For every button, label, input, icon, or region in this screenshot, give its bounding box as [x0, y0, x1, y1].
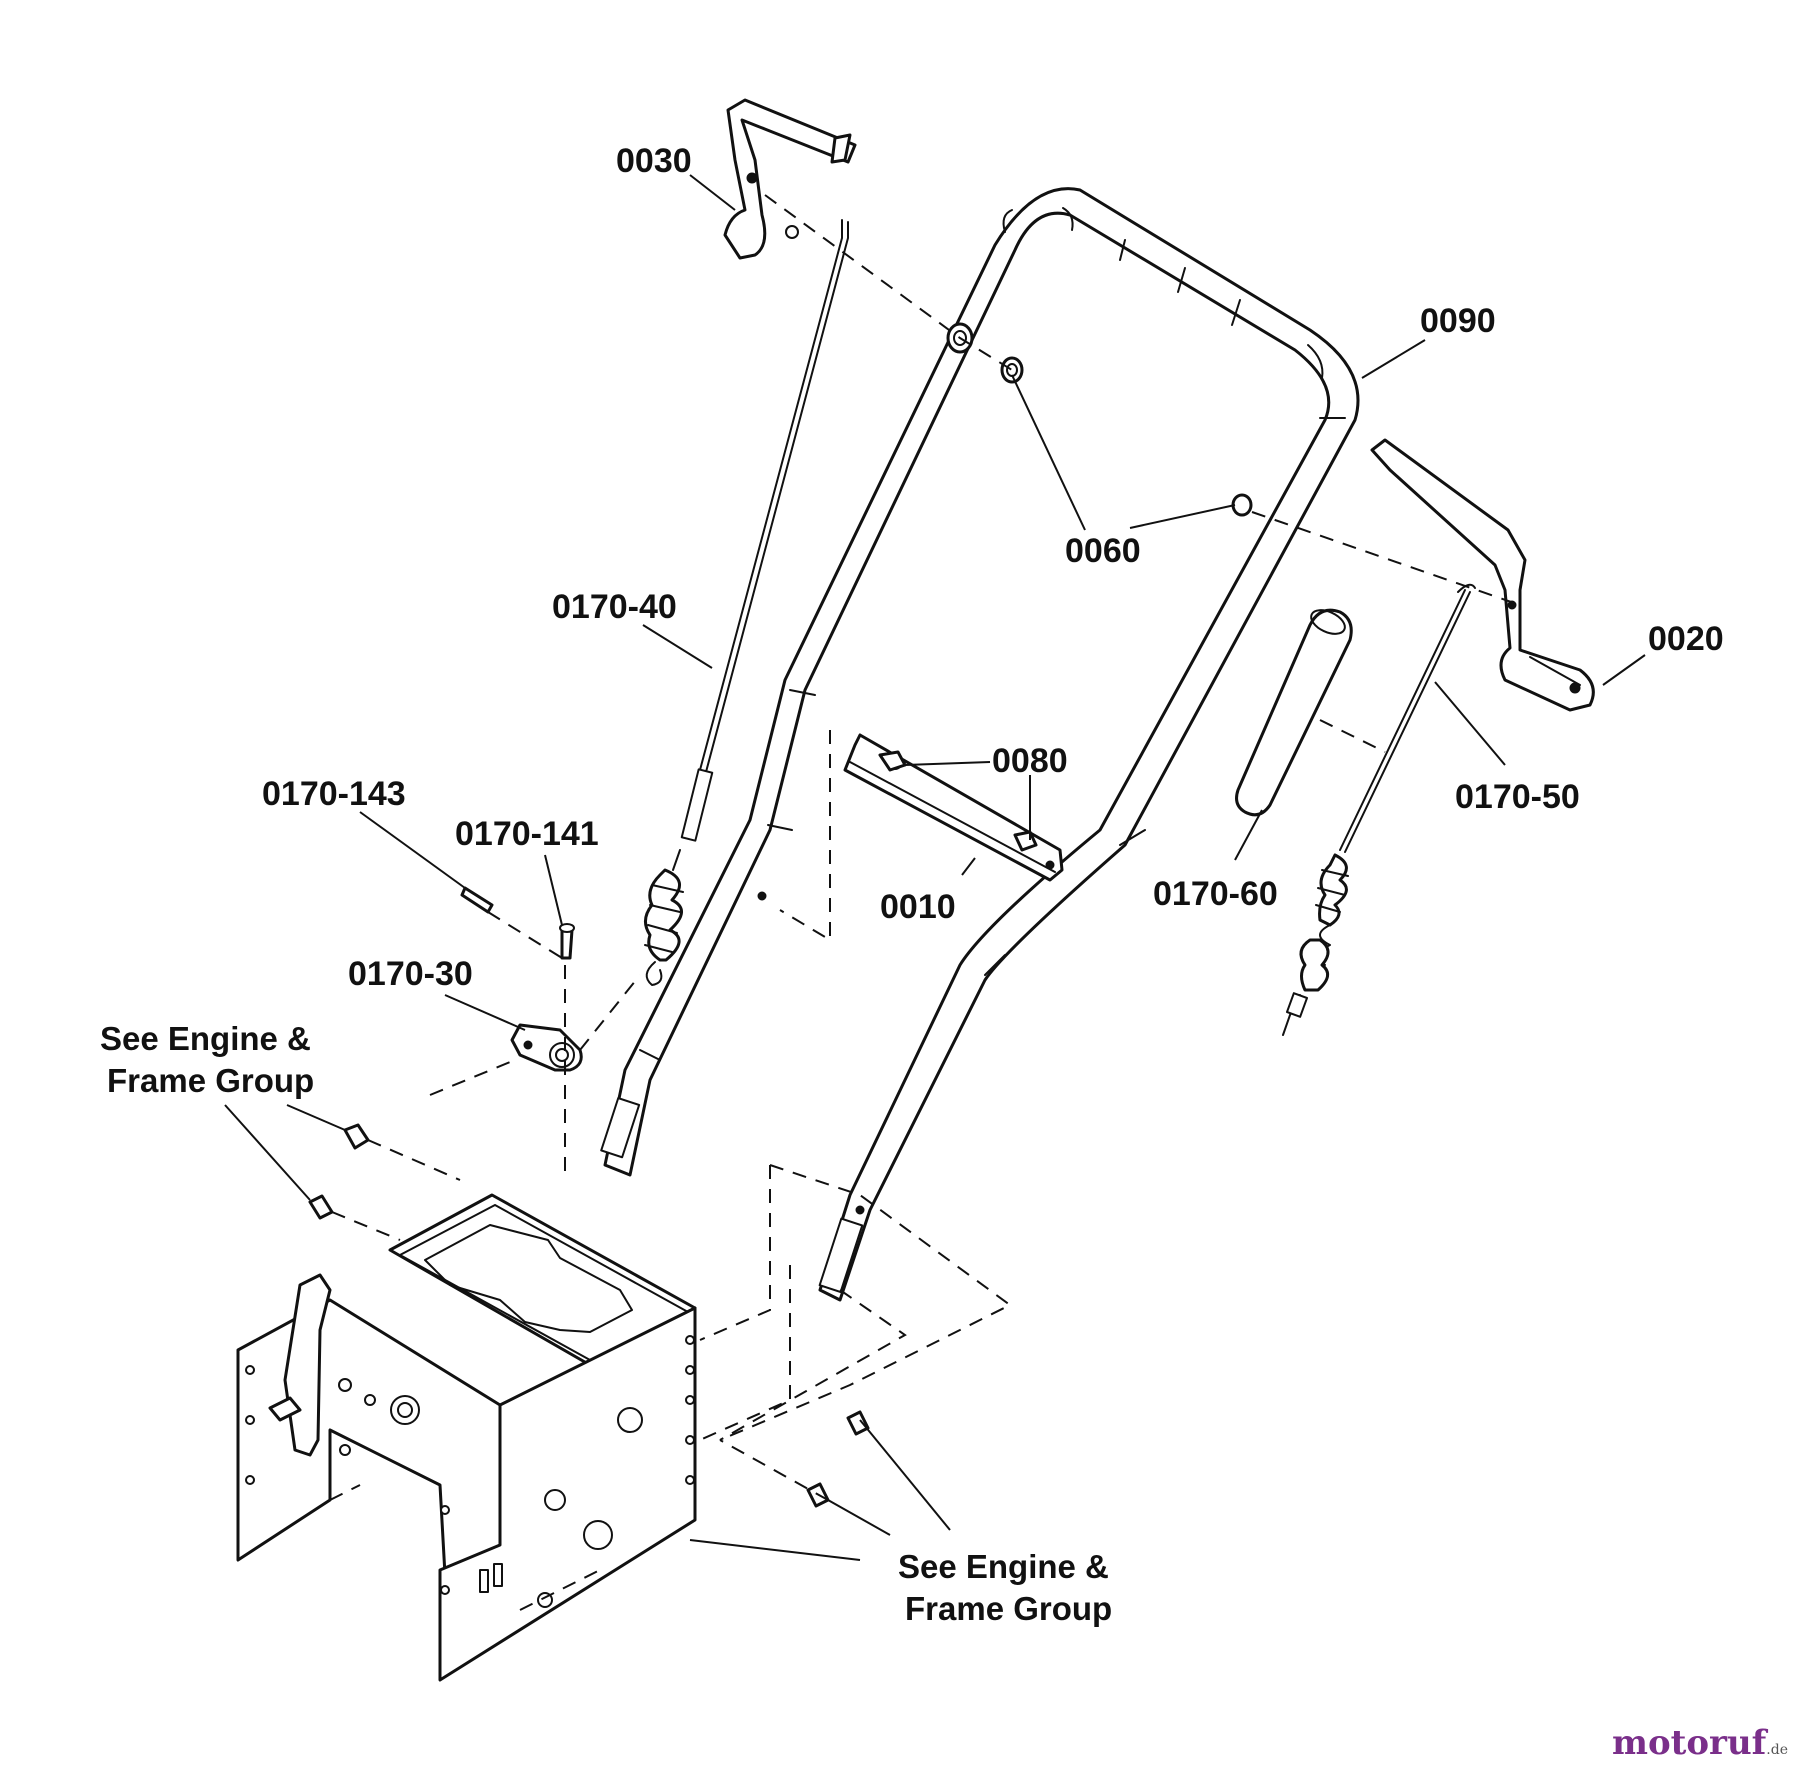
hardware-0060: [946, 322, 1253, 517]
bracket-0170-30: [510, 1023, 583, 1072]
leader-lines: [224, 174, 1646, 1561]
label-0170-60: 0170-60: [1153, 875, 1278, 913]
control-lever-0030: [723, 98, 857, 260]
note-see-engine-frame-bottom-line1: See Engine &: [898, 1548, 1109, 1585]
label-0030: 0030: [616, 142, 692, 180]
label-0170-143: 0170-143: [262, 775, 406, 813]
note-see-engine-frame-top-line1: See Engine &: [100, 1020, 311, 1057]
label-0020: 0020: [1648, 620, 1724, 658]
pin-0170-141: [559, 923, 575, 960]
bolts-frame-bottom: [806, 1410, 870, 1508]
bolts-frame-top: [308, 1123, 370, 1220]
label-0170-30: 0170-30: [348, 955, 473, 993]
label-0060: 0060: [1065, 532, 1141, 570]
control-lever-0020: [1370, 438, 1595, 712]
watermark-brand: motoruf: [1612, 1723, 1767, 1763]
cable-0170-40: [644, 219, 849, 986]
label-0170-141: 0170-141: [455, 815, 599, 853]
assembly-dashed-lines: [237, 194, 1521, 1680]
grip-0170-60: [1235, 608, 1353, 817]
label-0080: 0080: [992, 742, 1068, 780]
label-0010: 0010: [880, 888, 956, 926]
frame-housing: [236, 1193, 697, 1682]
cable-0170-50: [1282, 583, 1476, 1036]
pin-0170-143: [460, 886, 494, 914]
label-0170-40: 0170-40: [552, 588, 677, 626]
note-see-engine-frame-bottom-line2: Frame Group: [905, 1590, 1112, 1627]
watermark-logo: motoruf.de: [1612, 1723, 1788, 1763]
handlebar-0090: [600, 187, 1360, 1302]
label-0090: 0090: [1420, 302, 1496, 340]
note-see-engine-frame-top-line2: Frame Group: [107, 1062, 314, 1099]
watermark-tld: .de: [1766, 1742, 1788, 1758]
label-0170-50: 0170-50: [1455, 778, 1580, 816]
